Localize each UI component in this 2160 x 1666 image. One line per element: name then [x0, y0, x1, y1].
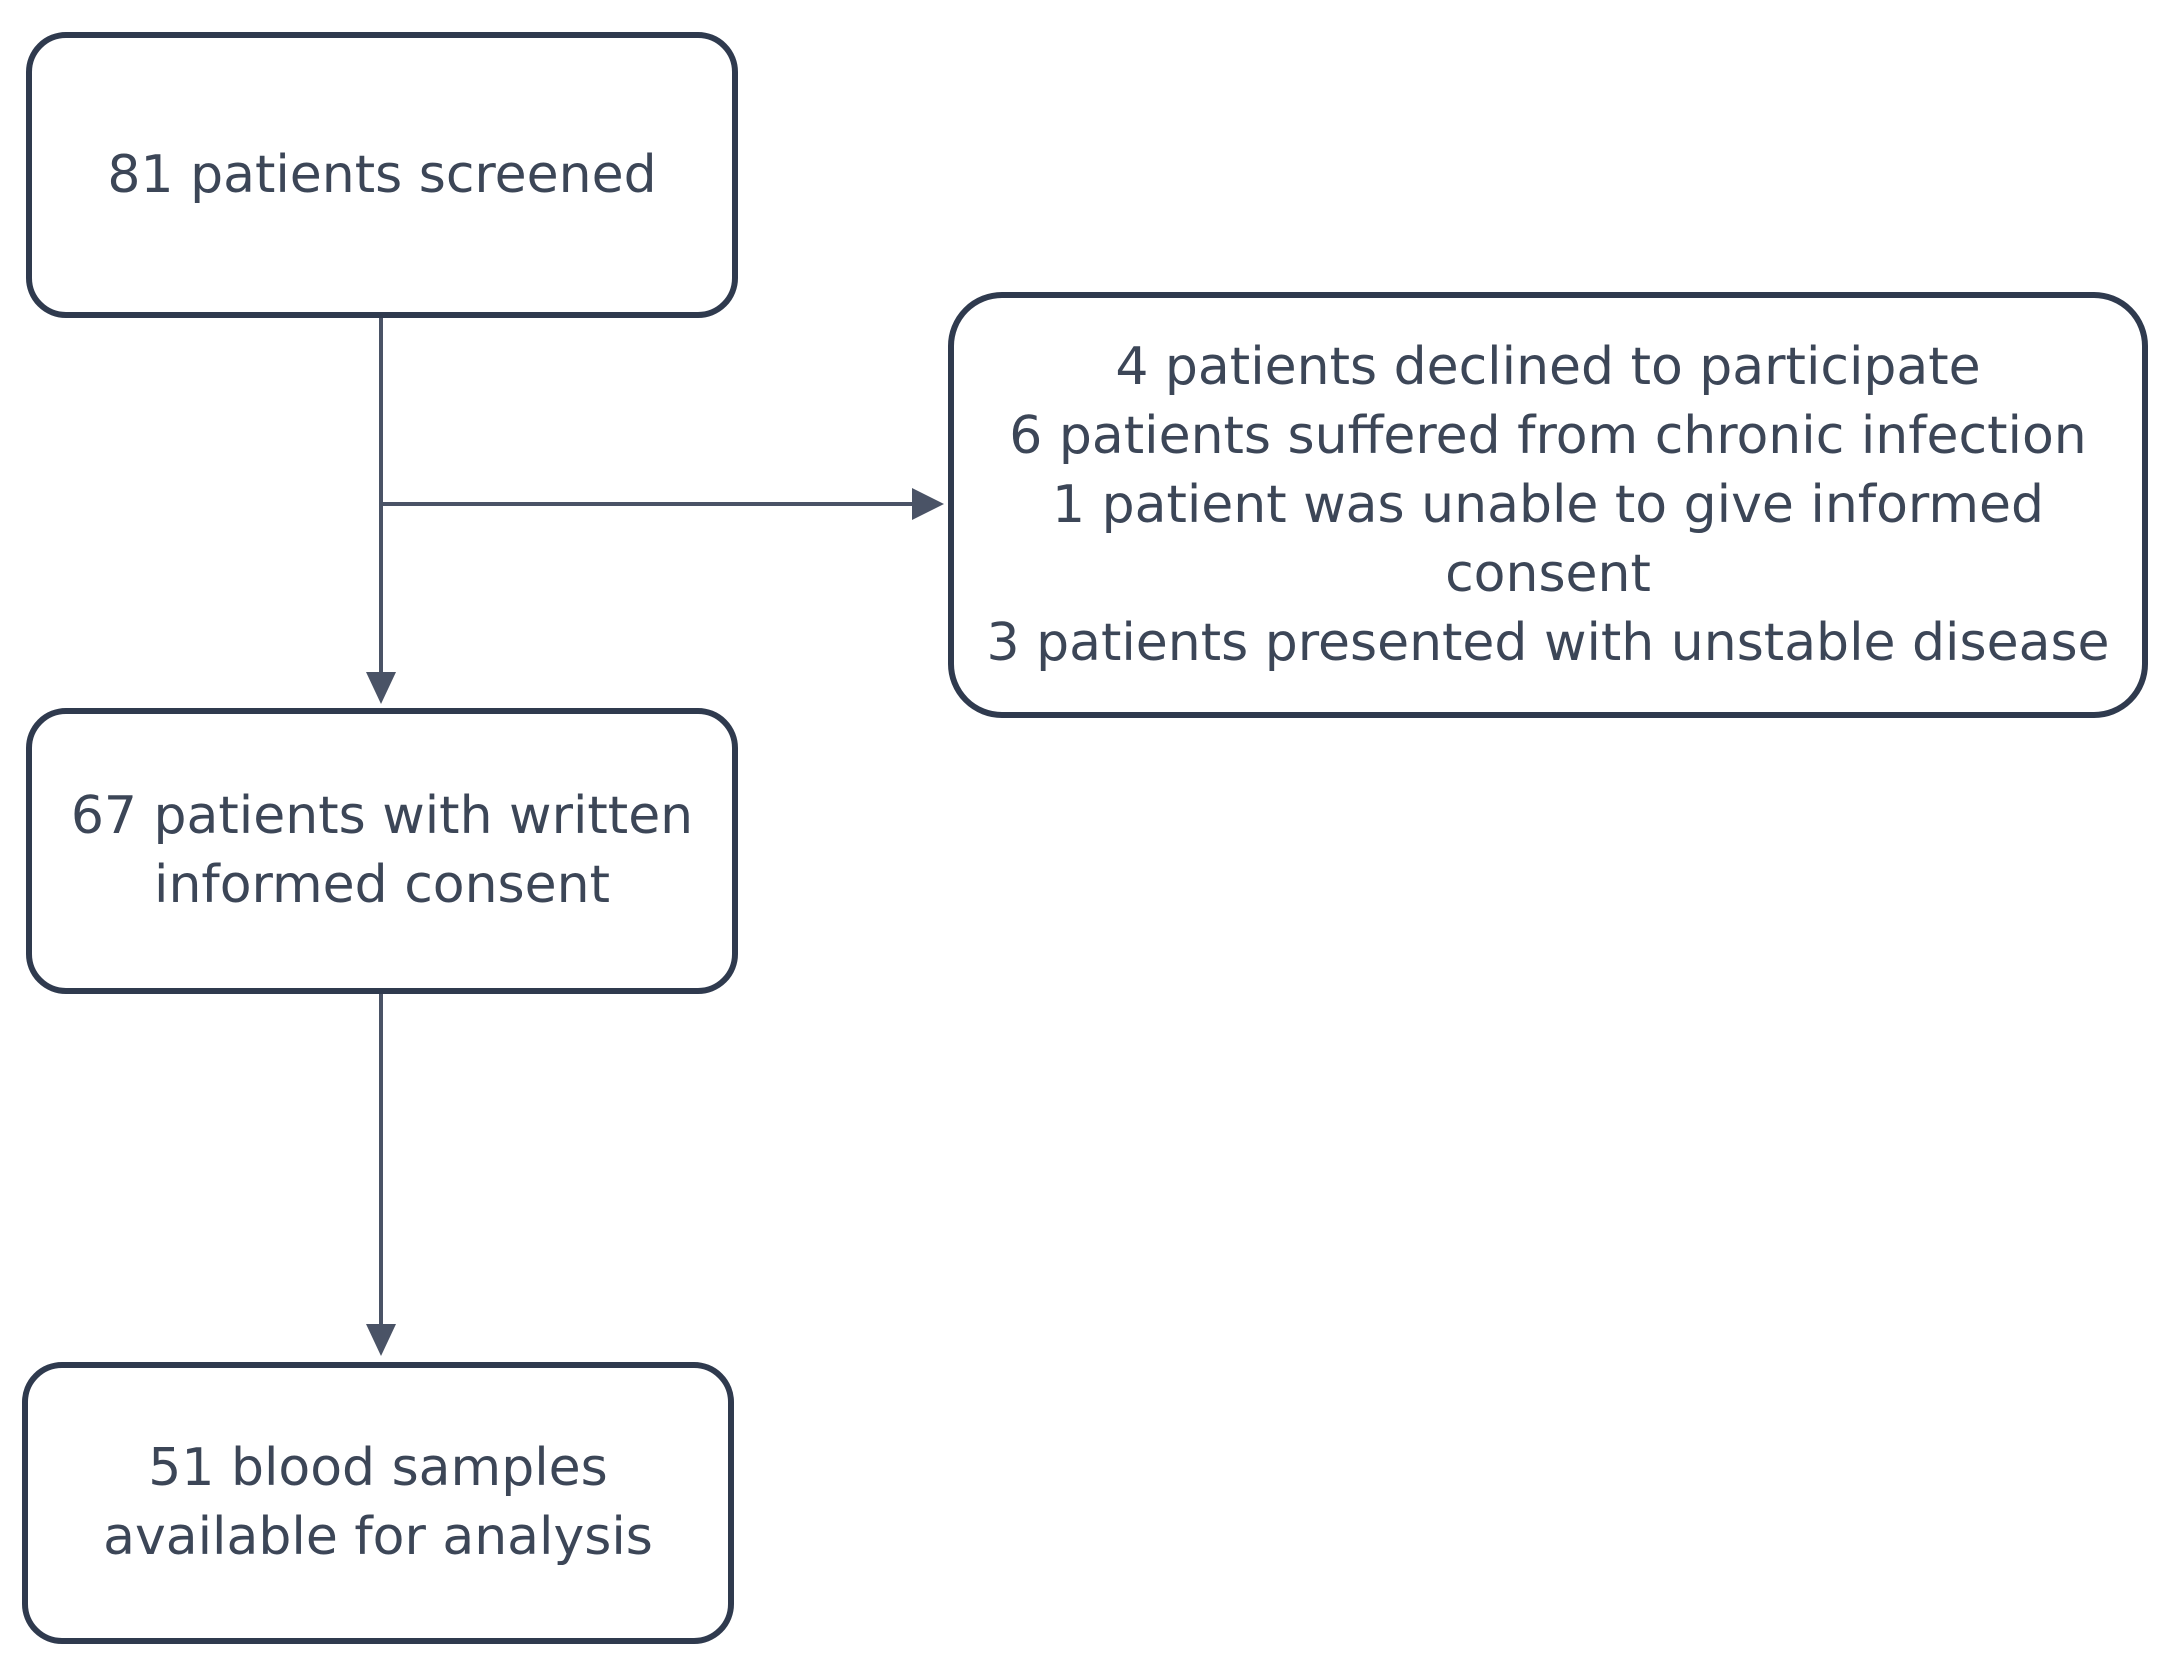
- excluded-reason-unstable-disease: 3 patients presented with unstable disea…: [986, 612, 2110, 673]
- screened-patients-text: 81 patients screened: [107, 144, 657, 205]
- excluded-reason-no-consent-line2: consent: [1445, 543, 1651, 604]
- excluded-patients-box: 4 patients declined to participate 6 pat…: [948, 292, 2148, 718]
- consented-patients-text-line1: 67 patients with written: [70, 786, 694, 846]
- screened-patients-box: 81 patients screened: [26, 32, 738, 318]
- consented-patients-text-line2: informed consent: [154, 855, 610, 915]
- excluded-reason-no-consent-line1: 1 patient was unable to give informed: [1051, 474, 2045, 535]
- blood-samples-text-line1: 51 blood samples: [148, 1438, 608, 1498]
- blood-samples-box: 51 blood samples available for analysis: [22, 1362, 734, 1644]
- excluded-reason-declined: 4 patients declined to participate: [1115, 336, 1981, 397]
- arrow-head-to-samples: [366, 1324, 396, 1356]
- blood-samples-text-line2: available for analysis: [103, 1507, 653, 1567]
- arrow-head-to-excluded: [912, 488, 944, 520]
- consented-patients-box: 67 patients with written informed consen…: [26, 708, 738, 994]
- excluded-reason-chronic-infection: 6 patients suffered from chronic infecti…: [1009, 405, 2087, 466]
- arrow-head-to-consent: [366, 672, 396, 704]
